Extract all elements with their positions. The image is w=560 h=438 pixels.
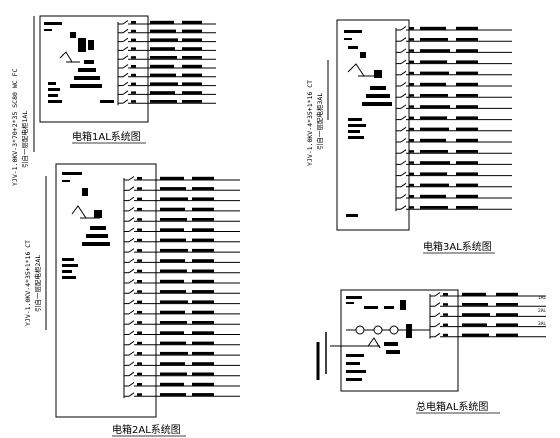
branch-circuit	[430, 332, 546, 338]
branch-circuit	[118, 90, 216, 95]
panel-2al-feeder-note: 引自一层配电柜2AL	[33, 255, 42, 312]
branch-circuit	[396, 205, 512, 210]
panel-main-circuits	[429, 292, 546, 339]
branch-circuit	[124, 248, 240, 253]
panel-1al-feeder-cable: YJV-1.0KV-3*70+2*35 SC80 WC FC	[11, 69, 19, 186]
panel-2al-feeder-cable: YJV-1.0KV-4*35+1*16 CT	[24, 240, 32, 326]
branch-circuit	[118, 55, 216, 60]
branch-circuit	[396, 182, 512, 188]
branch-circuit	[430, 292, 546, 297]
branch-circuit	[396, 194, 512, 199]
branch-circuit	[396, 115, 512, 121]
branch-circuit	[118, 28, 216, 34]
panel-2al-caption: 电箱2AL系统图	[112, 423, 181, 436]
branch-circuit	[124, 309, 240, 315]
panel-main-caption: 总电箱AL系统图	[416, 400, 488, 413]
panel-3al-caption: 电箱3AL系统图	[423, 240, 492, 253]
branch-circuit	[396, 160, 512, 165]
branch-circuit	[118, 81, 216, 87]
branch-circuit	[396, 48, 512, 53]
branch-circuit	[118, 20, 216, 25]
branch-circuit	[430, 302, 546, 307]
branch-circuit	[124, 371, 240, 377]
panel-2al: YJV-1.0KV-4*35+1*16 CT 引自一层配电柜2AL 电箱2AL系…	[24, 163, 240, 437]
branch-circuit	[396, 104, 512, 109]
branch-circuit	[124, 279, 240, 284]
panel-1al-caption: 电箱1AL系统图	[72, 130, 141, 143]
branch-circuit	[118, 72, 216, 78]
branch-circuit	[396, 59, 512, 65]
branch-circuit	[124, 176, 240, 181]
branch-circuit	[396, 37, 512, 42]
branch-circuit	[124, 227, 240, 232]
branch-circuit	[124, 320, 240, 325]
branch-circuit	[124, 382, 240, 387]
panel-3al: YJV-1.0KV-4*35+1*16 CT 引自一层配电柜3AL 电箱3AL系…	[306, 19, 512, 254]
panel-3al-feeder-note: 引自一层配电柜3AL	[315, 93, 324, 150]
branch-circuit	[118, 46, 216, 51]
branch-circuit	[396, 149, 512, 154]
panel-3al-circuits	[395, 26, 512, 212]
panel-3al-feeder-cable: YJV-1.0KV-4*35+1*16 CT	[306, 80, 314, 166]
branch-circuit	[118, 64, 216, 69]
branch-circuit	[124, 340, 240, 346]
panel-main-label-3al: 3AL	[538, 321, 546, 327]
panel-main-box	[340, 289, 459, 392]
branch-circuit	[124, 351, 240, 356]
panel-1al: YJV-1.0KV-3*70+2*35 SC80 WC FC 引自一层配电柜1A…	[11, 15, 216, 186]
branch-circuit	[396, 70, 512, 76]
panel-main-label-2al: 2AL	[538, 308, 546, 314]
branch-circuit	[124, 196, 240, 202]
panel-1al-circuits	[117, 20, 216, 106]
branch-circuit	[396, 26, 512, 31]
branch-circuit	[124, 289, 240, 294]
panel-2al-box	[55, 163, 157, 418]
panel-1al-box	[39, 15, 149, 123]
branch-circuit	[118, 37, 216, 43]
panel-main-label-1al: 1AL	[538, 295, 546, 301]
branch-circuit	[396, 93, 512, 98]
branch-circuit	[124, 258, 240, 263]
branch-circuit	[124, 217, 240, 222]
branch-circuit	[124, 237, 240, 243]
branch-circuit	[124, 330, 240, 335]
branch-circuit	[396, 82, 512, 87]
branch-circuit	[124, 268, 240, 274]
branch-circuit	[124, 206, 240, 212]
branch-circuit	[396, 126, 512, 132]
branch-circuit	[430, 312, 546, 317]
branch-circuit	[396, 138, 512, 143]
panel-main-al: 1AL 2AL 3AL 总电箱AL系统图	[316, 289, 546, 414]
branch-circuit	[430, 322, 546, 328]
branch-circuit	[124, 186, 240, 191]
branch-circuit	[124, 392, 240, 397]
panel-2al-circuits	[123, 176, 240, 399]
panel-3al-box	[336, 19, 410, 231]
panel-1al-feeder-note: 引自一层配电柜1AL	[20, 111, 29, 168]
branch-circuit	[118, 99, 216, 104]
branch-circuit	[124, 299, 240, 305]
branch-circuit	[396, 171, 512, 177]
branch-circuit	[124, 361, 240, 366]
